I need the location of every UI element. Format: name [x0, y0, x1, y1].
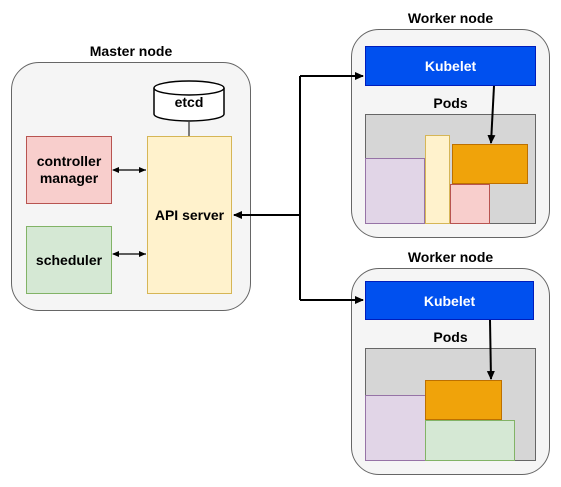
worker-node-1-title: Worker node	[407, 10, 494, 26]
pod-orange-1	[452, 144, 528, 184]
etcd-database: etcd	[153, 80, 225, 122]
scheduler: scheduler	[26, 226, 112, 294]
database-cylinder-icon	[153, 80, 225, 122]
master-node-title: Master node	[89, 43, 173, 59]
pod-yellow-1	[425, 135, 450, 224]
pod-green-2	[425, 420, 515, 461]
pod-orange-2	[425, 380, 502, 420]
pod-purple-1	[365, 158, 425, 224]
controller-manager: controller manager	[26, 136, 112, 204]
pod-red-1	[450, 184, 490, 224]
kubelet-2-to-pod-arrow	[486, 319, 495, 380]
api-server: API server	[147, 136, 232, 294]
pods-label-2: Pods	[433, 329, 468, 345]
etcd-label: etcd	[174, 93, 204, 110]
worker-node-2-title: Worker node	[407, 249, 494, 265]
pods-label-1: Pods	[433, 95, 468, 111]
kubelet-2: Kubelet	[365, 281, 534, 320]
kubelet-1: Kubelet	[365, 46, 536, 86]
kubelet-1-to-pod-arrow	[487, 85, 496, 144]
